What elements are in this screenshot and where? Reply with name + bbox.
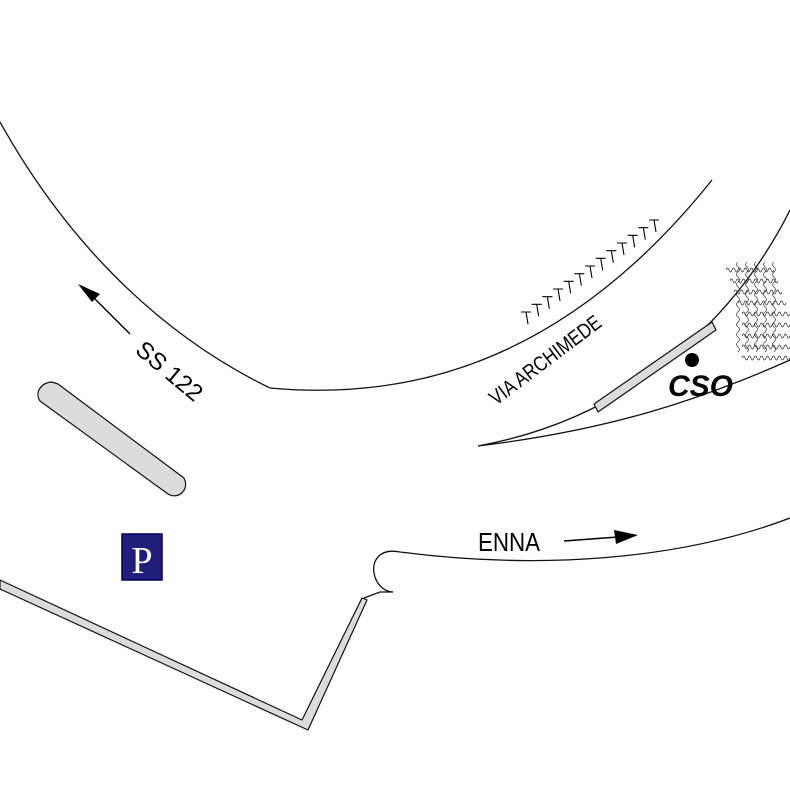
vegetation-line <box>736 261 740 353</box>
vegetation-line <box>745 261 749 353</box>
enna-arrow-line <box>563 536 619 542</box>
enna-arrow-head <box>614 530 638 544</box>
cso-point <box>685 353 699 367</box>
vegetation-line <box>763 261 767 353</box>
vegetation-line <box>754 261 758 353</box>
embankment-tick <box>606 250 617 263</box>
road-edge-enna <box>373 517 790 593</box>
embankment-tick <box>585 265 595 279</box>
embankment-tick <box>553 288 563 302</box>
vegetation-line <box>741 355 790 361</box>
vegetation-line <box>741 311 790 317</box>
embankment-tick <box>617 242 627 256</box>
label-ss122: SS 122 <box>130 336 208 407</box>
label-cso: CSO <box>668 370 733 403</box>
road-edge-ss122 <box>0 121 713 391</box>
embankment-tick <box>649 219 659 233</box>
boundary-wall <box>0 579 368 731</box>
embankment-tick <box>627 234 638 248</box>
embankment-tick <box>574 273 585 286</box>
traffic-island <box>37 381 187 497</box>
vegetation-line <box>741 333 790 339</box>
vegetation-line <box>741 322 790 328</box>
parking-letter: P <box>131 540 152 582</box>
cso-strip <box>593 321 717 413</box>
label-enna: ENNA <box>478 528 541 557</box>
road-edge-archimede-island <box>477 209 790 447</box>
embankment-tick <box>542 296 553 309</box>
vegetation-line <box>729 278 779 284</box>
embankment-tick <box>595 257 606 271</box>
embankment-tick <box>521 311 531 325</box>
embankment-ticks <box>521 219 659 325</box>
embankment-tick <box>563 280 574 294</box>
embankment-tick <box>531 303 542 317</box>
vegetation-line <box>725 267 775 273</box>
vegetation-line <box>741 344 790 350</box>
vegetation-line <box>733 289 783 295</box>
wall-connector <box>363 591 393 599</box>
ss122-arrow-line <box>91 295 131 335</box>
parking-sign: P <box>121 533 163 582</box>
embankment-tick <box>638 227 649 240</box>
vegetation-line <box>737 300 787 306</box>
ss122-arrow-head <box>78 284 100 302</box>
vegetation-line <box>772 261 776 353</box>
parking-sign-box <box>121 533 163 581</box>
vegetation-hatch <box>725 261 790 361</box>
label-via-archimede: VIA ARCHIMEDE <box>485 311 606 410</box>
